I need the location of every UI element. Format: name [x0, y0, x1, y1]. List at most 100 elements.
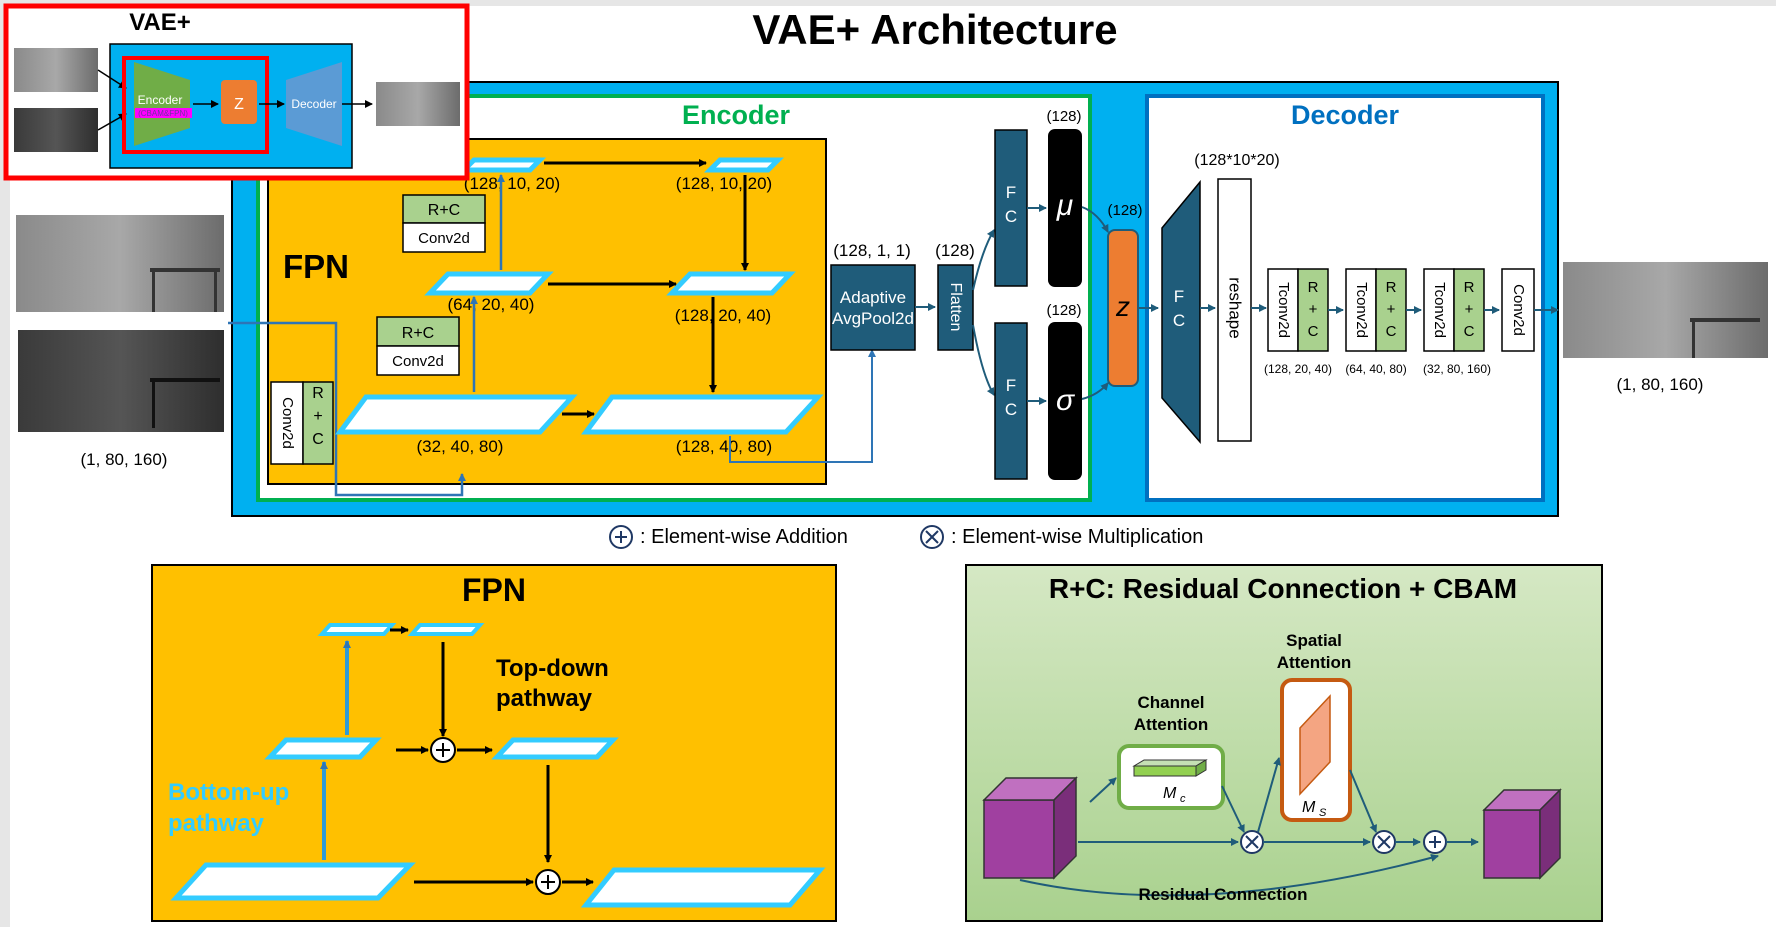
shape-128-40-80: (128, 40, 80)	[676, 437, 772, 456]
tconv-1-shape: (128, 20, 40)	[1264, 362, 1332, 376]
rc-lower-label: R+C	[402, 325, 434, 342]
channel-attention-label-1: Channel	[1137, 693, 1204, 712]
channel-attention-bar	[1132, 759, 1208, 777]
tconv-2-label: Tconv2d	[1353, 282, 1370, 338]
tconv-2-r: R	[1386, 279, 1397, 296]
mu-shape: (128)	[1046, 108, 1081, 125]
rc-line-spatial-to-mult	[1349, 769, 1377, 833]
thumb-input-1	[14, 48, 98, 92]
feature-map-128-10-20-b	[703, 157, 785, 173]
fc-mu	[994, 129, 1028, 287]
tconv-3-r: R	[1464, 279, 1475, 296]
tconv-3-shape: (32, 80, 160)	[1423, 362, 1491, 376]
thumb-encoder-sub: (CBAM&FPN)	[138, 109, 188, 118]
rc-first-plus: +	[313, 408, 322, 425]
rc-line-channel-to-mult	[1221, 785, 1245, 833]
decoder-title: Decoder	[1291, 100, 1400, 130]
feature-map-128-10-20-a	[457, 157, 547, 173]
flatten-label: Flatten	[947, 283, 964, 332]
pool-shape: (128, 1, 1)	[833, 241, 911, 260]
input-image-2	[18, 330, 224, 432]
fc-sigma-c: C	[1005, 400, 1017, 419]
sigma-vector	[1048, 322, 1082, 480]
thumb-z	[221, 80, 257, 124]
pool-label-2: AvgPool2d	[832, 309, 914, 328]
tconv-1-r: R	[1308, 279, 1319, 296]
pool-label-1: Adaptive	[840, 288, 906, 307]
tconv-3-c: C	[1464, 323, 1475, 340]
thumb-encoder-sub-bg	[135, 108, 192, 118]
rc-input-cube	[982, 776, 1078, 880]
bottom-up-label-2: pathway	[168, 810, 265, 837]
shape-128-10-20-b: (128, 10, 20)	[676, 174, 772, 193]
flatten-shape: (128)	[935, 241, 975, 260]
encoder-title: Encoder	[682, 100, 791, 130]
tconv-block-2	[1345, 268, 1407, 352]
tconv-1-label: Tconv2d	[1275, 282, 1292, 338]
fpn-panel-map-large-left	[170, 862, 416, 901]
tconv-3-plus: +	[1465, 301, 1474, 318]
thumb-decoder-shape	[286, 62, 342, 146]
conv2d-lower-label: Conv2d	[392, 353, 444, 370]
thumb-z-label: Z	[234, 96, 244, 113]
rc-line-to-spatial	[1257, 757, 1281, 833]
sigma-symbol: σ	[1056, 384, 1076, 417]
decoder-fc	[1161, 179, 1201, 445]
flatten-to-fc-mu-arrow	[972, 229, 995, 291]
conv2d-upper	[402, 222, 486, 253]
conv2d-first-label: Conv2d	[279, 397, 296, 449]
thumb-input-2	[14, 108, 98, 152]
tconv-3-label: Tconv2d	[1431, 282, 1448, 338]
rc-line-to-channel	[1089, 777, 1117, 803]
fc-sigma	[994, 322, 1028, 480]
shape-64-20-40: (64, 20, 40)	[448, 295, 535, 314]
feature-map-128-40-80	[581, 394, 824, 435]
channel-attention-label-2: Attention	[1134, 715, 1209, 734]
input-image-1	[16, 215, 224, 312]
output-shape: (1, 80, 160)	[1617, 375, 1704, 394]
rc-upper	[402, 194, 486, 224]
rc-first	[302, 381, 334, 465]
rc-upper-label: R+C	[428, 202, 460, 219]
fpn-panel	[151, 564, 837, 922]
thumb-arrow-in-2	[97, 113, 127, 131]
output-image	[1563, 262, 1768, 358]
z-shape: (128)	[1107, 202, 1142, 219]
input-shape: (1, 80, 160)	[81, 450, 168, 469]
tconv-2-c: C	[1386, 323, 1397, 340]
decoder-fc-c: C	[1173, 311, 1185, 330]
conv2d-lower	[376, 345, 460, 376]
bottom-up-label-1: Bottom-up	[168, 779, 289, 806]
top-down-label-2: pathway	[496, 685, 593, 712]
thumb-decoder-label: Decoder	[291, 97, 336, 111]
flatten	[937, 264, 974, 351]
decoder-fc-shape: (128*10*20)	[1194, 152, 1279, 169]
shape-128-20-40: (128, 20, 40)	[675, 306, 771, 325]
thumb-arrow-in-1	[97, 69, 127, 89]
input-arrow	[228, 321, 466, 497]
fpn-panel-map-mid-left	[264, 737, 382, 760]
thumb-encoder-shape	[134, 62, 190, 146]
thumb-encoder-highlight	[122, 56, 269, 154]
page-title: VAE+ Architecture	[752, 6, 1117, 53]
rc-first-c: C	[312, 431, 324, 448]
shape-32-40-80: (32, 40, 80)	[417, 437, 504, 456]
tconv-2-shape: (64, 40, 80)	[1345, 362, 1406, 376]
feature-map-128-20-40	[666, 271, 796, 296]
decoder-conv2d-label: Conv2d	[1510, 284, 1527, 336]
thumb-encoder-label: Encoder	[138, 93, 183, 107]
legend-mult: : Element-wise Multiplication	[951, 526, 1203, 548]
adaptive-avgpool2d	[830, 264, 916, 351]
fc-sigma-f: F	[1006, 376, 1016, 395]
tconv-1-c: C	[1308, 323, 1319, 340]
decoder-conv2d	[1501, 268, 1535, 352]
thumb-output	[376, 82, 460, 126]
reshape	[1217, 178, 1252, 442]
feature-map-64-20-40	[424, 271, 554, 296]
fpn-panel-map-large-right	[580, 867, 826, 908]
latent-z-symbol: z	[1115, 291, 1130, 322]
shape-128-10-20-a: (128, 10, 20)	[464, 174, 560, 193]
decoder-fc-f: F	[1174, 287, 1184, 306]
fc-mu-f: F	[1006, 183, 1016, 202]
spatial-attention-label-1: Spatial	[1286, 631, 1342, 650]
